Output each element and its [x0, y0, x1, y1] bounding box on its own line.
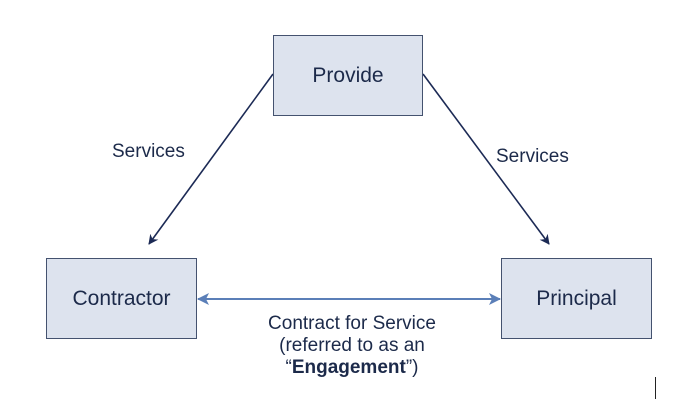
contract-line-3: “Engagement”): [236, 357, 468, 379]
text-cursor: [655, 377, 656, 399]
services-right-label: Services: [496, 146, 569, 167]
arrow-provide-to-contractor: [148, 73, 274, 245]
services-left-label: Services: [112, 141, 185, 162]
contractor-box: Contractor: [46, 258, 197, 339]
arrow-provide-to-principal: [422, 73, 550, 245]
principal-box: Principal: [501, 258, 652, 339]
engagement-close-quote: ”): [405, 357, 419, 378]
engagement-open-quote: “: [285, 357, 292, 378]
contract-for-service-label: Contract for Service (referred to as an …: [236, 313, 468, 379]
provide-label: Provide: [312, 63, 384, 87]
contract-line-2: (referred to as an: [279, 335, 425, 356]
contractor-label: Contractor: [72, 286, 171, 310]
principal-label: Principal: [536, 286, 617, 310]
provide-box: Provide: [273, 35, 423, 116]
contract-line-1: Contract for Service: [268, 313, 436, 334]
engagement-term: Engagement: [291, 357, 406, 378]
